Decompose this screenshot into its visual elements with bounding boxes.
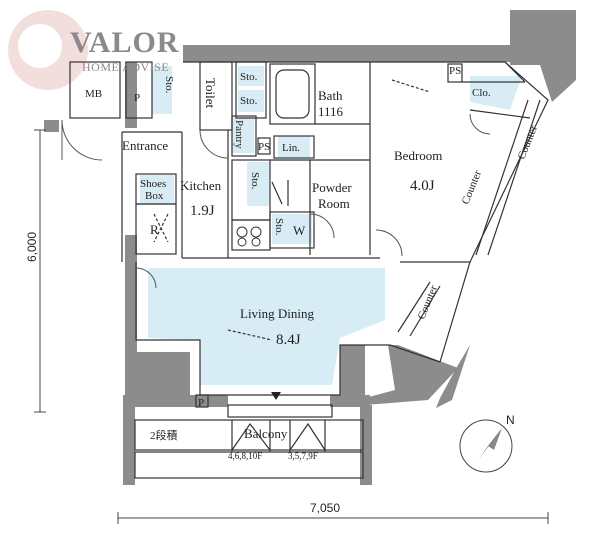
stove	[236, 226, 262, 247]
sto-right-1-label: Sto.	[240, 71, 258, 83]
bedroom-size-label: 4.0J	[410, 178, 435, 194]
floor-tints	[140, 66, 522, 385]
logo-subtitle: HOME ADVISE	[82, 60, 170, 74]
entrance-label: Entrance	[122, 138, 168, 153]
sto-w-label: Sto.	[273, 218, 285, 236]
entry-arrow-icon	[271, 392, 281, 400]
shoes-label: Shoes	[140, 178, 166, 190]
sto-kitchen-label: Sto.	[249, 172, 261, 190]
balcony-label: Balcony	[244, 426, 288, 441]
w-label: W	[293, 223, 306, 238]
interior-lines	[69, 61, 549, 479]
sto-top-label: Sto.	[163, 76, 175, 94]
floors-1-label: 4,6,8,10F	[228, 451, 262, 461]
clo-label: Clo.	[472, 87, 491, 99]
compass-icon	[459, 419, 513, 473]
logo-title: VALOR	[70, 26, 180, 59]
dimension-lines	[34, 129, 549, 524]
door-swings	[61, 113, 491, 289]
box-label: Box	[145, 190, 164, 202]
counter-1-label: Counter	[460, 168, 485, 206]
p-bottom-label: P	[198, 397, 204, 409]
kitchen-size-label: 1.9J	[190, 203, 215, 219]
counter-3-label: Counter	[416, 283, 441, 321]
room-label: Room	[318, 196, 350, 211]
living-size-label: 8.4J	[276, 332, 301, 348]
counter-2-label: Counter	[516, 123, 541, 161]
mb-label: MB	[85, 88, 102, 100]
p-top-label: P	[134, 92, 140, 104]
width-dimension: 7,050	[310, 501, 340, 515]
bedroom-label: Bedroom	[394, 148, 442, 163]
ps-top-label: PS	[449, 65, 461, 77]
r-label: R	[150, 222, 159, 237]
height-dimension: 6,000	[25, 232, 39, 262]
powder-label: Powder	[312, 180, 352, 195]
sto-right-2-label: Sto.	[240, 95, 258, 107]
nidan-label: 2段積	[150, 428, 178, 442]
logo-mark	[8, 10, 88, 90]
ps-mid-label: PS	[258, 141, 270, 153]
kitchen-label: Kitchen	[180, 178, 222, 193]
pantry-label: Pantry	[233, 120, 245, 149]
bath-label: Bath	[318, 88, 343, 103]
living-label: Living Dining	[240, 306, 315, 321]
compass-north-label: N	[506, 413, 515, 427]
toilet-label: Toilet	[203, 78, 218, 109]
bath-size-label: 1116	[318, 104, 344, 119]
lin-label: Lin.	[282, 142, 300, 154]
floors-2-label: 3,5,7,9F	[288, 451, 318, 461]
